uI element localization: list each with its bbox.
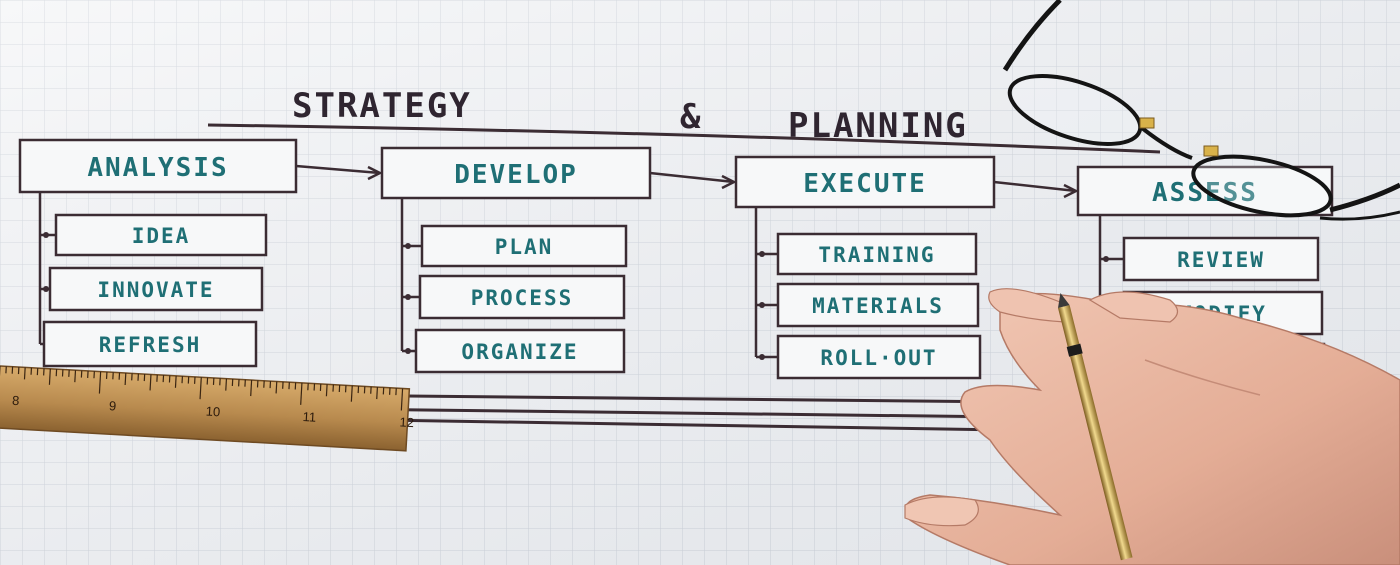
item-box-assess-0 xyxy=(1122,236,1320,282)
ruler-tick xyxy=(250,380,253,397)
header-box-analysis xyxy=(18,138,298,194)
item-label-execute-0: TRAINING xyxy=(818,243,935,267)
header-box-execute xyxy=(734,155,996,209)
item-box-execute-0 xyxy=(776,232,978,276)
ruler-tick xyxy=(48,368,51,385)
item-box-execute-2 xyxy=(776,334,982,380)
column-execute: EXECUTE TRAINING MATERIALS ROLL·OUT xyxy=(734,155,1079,380)
connector-dot xyxy=(759,354,765,360)
ruler-number: 12 xyxy=(399,414,414,430)
flow-arrow-line xyxy=(295,164,381,175)
flow-arrow-line xyxy=(993,180,1077,193)
header-label-assess: ASSESS xyxy=(1152,178,1258,208)
item-box-analysis-0 xyxy=(54,213,268,257)
column-develop: DEVELOP PLAN PROCESS ORGANIZE xyxy=(380,146,737,374)
item-label-assess-0: REVIEW xyxy=(1177,248,1265,272)
header-label-develop: DEVELOP xyxy=(454,160,578,190)
connector-dot xyxy=(1103,256,1109,262)
ruler-tick xyxy=(74,370,77,383)
item-label-execute-1: MATERIALS xyxy=(812,294,944,318)
title-word-strategy: STRATEGY xyxy=(292,86,472,126)
connector-dot xyxy=(759,251,765,257)
ruler-tick xyxy=(174,375,177,388)
bottom-rule-3 xyxy=(379,418,1006,432)
ruler-tick xyxy=(149,374,152,391)
hand-icon xyxy=(904,288,1400,565)
flow-arrowhead-icon xyxy=(721,174,737,190)
ruler-tick xyxy=(23,367,26,380)
item-box-execute-1 xyxy=(776,282,980,328)
ruler-tick xyxy=(325,384,328,397)
flow-arrowhead-icon xyxy=(1063,183,1079,199)
ruler-tick xyxy=(124,373,127,386)
ruler-number: 10 xyxy=(205,404,220,420)
item-box-analysis-2 xyxy=(42,320,258,368)
item-label-develop-2: ORGANIZE xyxy=(461,340,578,364)
ruler-tick xyxy=(376,387,379,400)
item-label-execute-2: ROLL·OUT xyxy=(820,346,937,370)
title-ampersand: & xyxy=(680,97,702,137)
item-label-analysis-2: REFRESH xyxy=(99,333,202,357)
ruler-tick xyxy=(275,381,278,394)
connector-dot xyxy=(405,243,411,249)
pen-icon xyxy=(1058,292,1133,561)
connector-dot xyxy=(759,302,765,308)
item-label-analysis-1: INNOVATE xyxy=(97,278,214,302)
ruler-tick xyxy=(199,377,202,400)
connector-dot xyxy=(43,286,49,292)
column-analysis: ANALYSIS IDEA INNOVATE REFRESH xyxy=(18,138,383,368)
item-label-develop-0: PLAN xyxy=(495,235,554,259)
eyeglasses-icon xyxy=(1002,0,1400,221)
ruler-tick xyxy=(400,388,404,411)
ruler-tick xyxy=(350,385,353,402)
connector-dot xyxy=(405,348,411,354)
item-box-analysis-1 xyxy=(48,266,264,312)
ruler-number: 9 xyxy=(109,398,117,413)
connector-dot xyxy=(43,232,49,238)
item-label-analysis-0: IDEA xyxy=(132,224,191,248)
ruler-tick xyxy=(300,382,303,405)
header-label-execute: EXECUTE xyxy=(803,169,927,199)
item-box-develop-1 xyxy=(418,274,626,320)
ruler-icon: 8 9 10 11 12 xyxy=(0,364,414,452)
flow-arrow-line xyxy=(649,171,735,184)
ruler-tick xyxy=(98,371,102,394)
item-box-develop-2 xyxy=(414,328,626,374)
item-box-develop-0 xyxy=(420,224,628,268)
header-label-analysis: ANALYSIS xyxy=(87,153,228,183)
item-label-develop-1: PROCESS xyxy=(471,286,574,310)
flow-arrowhead-icon xyxy=(367,165,383,181)
header-box-develop xyxy=(380,146,652,200)
title-underline xyxy=(207,123,1161,154)
page-title: STRATEGY & PLANNING xyxy=(292,86,966,146)
ruler-tick xyxy=(225,378,228,391)
connector-dot xyxy=(405,294,411,300)
ruler-number: 8 xyxy=(12,393,20,408)
ruler-number: 11 xyxy=(302,409,316,425)
